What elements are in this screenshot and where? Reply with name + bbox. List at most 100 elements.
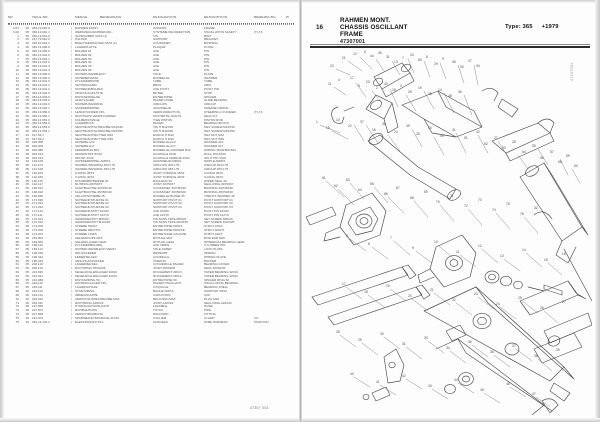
cell-position: 40 <box>15 182 19 187</box>
cell-part-number: 181.005 <box>32 239 44 244</box>
cell-position: 68 <box>15 289 19 294</box>
cell-part-number: 134.105 <box>32 159 44 164</box>
cell-part-number: 381.13.001.1 <box>32 29 50 34</box>
cell-quantity: 05 <box>25 231 29 236</box>
callout-number: 7 <box>402 56 404 60</box>
cell-description: WASHER A13 <box>204 141 224 145</box>
callout-number: 67 <box>396 186 400 190</box>
cell-description: SET SCREW M10X25 <box>204 221 235 225</box>
cell-position: 36 <box>15 167 19 172</box>
cell-designation: TIGE PISTON <box>153 118 173 122</box>
cell-quantity: 05 <box>25 83 29 88</box>
cell-description: TAPER BEARING 32010 <box>204 271 238 274</box>
cell-description: CIRCLIP 40X1.75 <box>204 164 229 168</box>
cell-part-number: 171.032 <box>32 205 44 210</box>
cell-quantity: 05 <box>25 250 29 255</box>
cell-part-number: 381.13.042.0 <box>32 90 50 95</box>
cell-designation: RONDELLE GROWER B12 <box>153 149 191 152</box>
cell-benennung: DISTANZRING 50 <box>75 278 100 282</box>
cell-quantity: 05 <box>25 41 29 46</box>
cell-benennung: LAGERSCHALE <box>75 286 98 290</box>
cell-part-number: 183.112 <box>32 243 43 248</box>
cell-description: ROD END M16 <box>204 236 225 240</box>
cell-position: 18 <box>15 98 19 103</box>
cell-separator: | <box>71 266 72 271</box>
cell-designation: JOINT A18X22 <box>153 301 174 305</box>
cell-separator: | <box>71 113 72 118</box>
cell-position: 19 <box>15 102 19 107</box>
cell-part-number: 381.13.052.0 <box>32 121 50 126</box>
cell-description: GREASE NIPPLE <box>204 107 229 111</box>
cell-benennung: ELEKTROSATZ KPL. <box>75 320 105 324</box>
cell-separator: | <box>71 193 72 198</box>
cell-designation: BUTEE <box>153 91 164 95</box>
cell-separator: | <box>71 186 72 191</box>
callout-number: 32 <box>534 206 538 210</box>
cell-designation: TOLE <box>153 72 161 76</box>
callout-number: 30 <box>380 332 384 336</box>
cell-description: BEARING SHELL <box>204 286 229 290</box>
cell-quantity: 05 <box>25 33 29 38</box>
cell-quantity: 05 <box>25 151 29 156</box>
cell-designation: AXE PIVOT <box>153 88 170 91</box>
cell-position: 57 <box>15 247 19 252</box>
cell-designation: SUPPORT <box>153 38 168 42</box>
cell-benennung: SCHWENKSTUETZE 03 <box>75 206 109 210</box>
cell-description: PLUG M18 <box>204 297 220 301</box>
cell-quantity: 05 <box>25 170 29 175</box>
cell-designation: VIS SANS TETE M10X25 <box>153 221 188 225</box>
cell-benennung: WERKZEUGRAHMEN MIL. <box>75 30 113 34</box>
cell-quantity: 05 <box>25 71 29 76</box>
drawing-page: 16 RAHMEN MONT. CHASSIS OSCILLANT FRAME … <box>302 3 595 419</box>
callout-number: 70 <box>436 200 440 204</box>
cell-description: PIVOT SUPPORT 02 <box>204 202 233 206</box>
cell-separator: | <box>71 231 72 236</box>
callout-number: 6 <box>364 50 366 54</box>
cell-benennung: KEGELROLLENLAGER 32012 <box>75 274 118 278</box>
cell-benennung: STREBE RECHTS <box>75 229 101 233</box>
title-rule-thin <box>310 44 590 45</box>
cell-description: TAPER BEARING 32012 <box>204 274 238 278</box>
cell-quantity: 05 <box>25 64 29 69</box>
cell-designation: PALIER <box>153 122 164 126</box>
upper-boom-group <box>365 62 483 201</box>
callout-number: 9 <box>412 246 414 250</box>
callout-number: 15 <box>544 258 548 262</box>
cell-part-number: 213.020 <box>32 270 44 274</box>
cell-part-number: 174.205 <box>32 224 44 229</box>
cell-separator: | <box>71 243 72 248</box>
cell-position: 56 <box>15 243 19 248</box>
cell-quantity: 05 <box>25 155 29 160</box>
cell-quantity: 05 <box>25 212 29 217</box>
cell-benennung: SCHRAUBEN SATZ (1) <box>75 34 108 38</box>
cell-benennung: SECHSKANTMUTTER M16 <box>75 137 114 141</box>
cell-quantity: 05 <box>25 167 29 172</box>
callout-number: 38 <box>534 354 538 358</box>
callout-number: 7 <box>390 236 392 240</box>
cell-designation: BAGUE APPUI <box>153 290 174 294</box>
cell-part-number: 213.088 <box>32 277 44 282</box>
cell-designation: RONDELLE BUTEE 45 <box>153 194 185 198</box>
leader-lines <box>319 56 581 408</box>
cell-separator: | <box>71 128 72 133</box>
cell-position: 4 <box>17 45 19 50</box>
cell-separator: | <box>71 174 72 179</box>
cell-separator: | <box>71 148 72 152</box>
cell-quantity: 05 <box>25 94 29 99</box>
callout-number: 26 <box>540 306 544 310</box>
cell-designation: RESSORT <box>153 251 168 255</box>
callout-number: 1 <box>316 120 318 124</box>
